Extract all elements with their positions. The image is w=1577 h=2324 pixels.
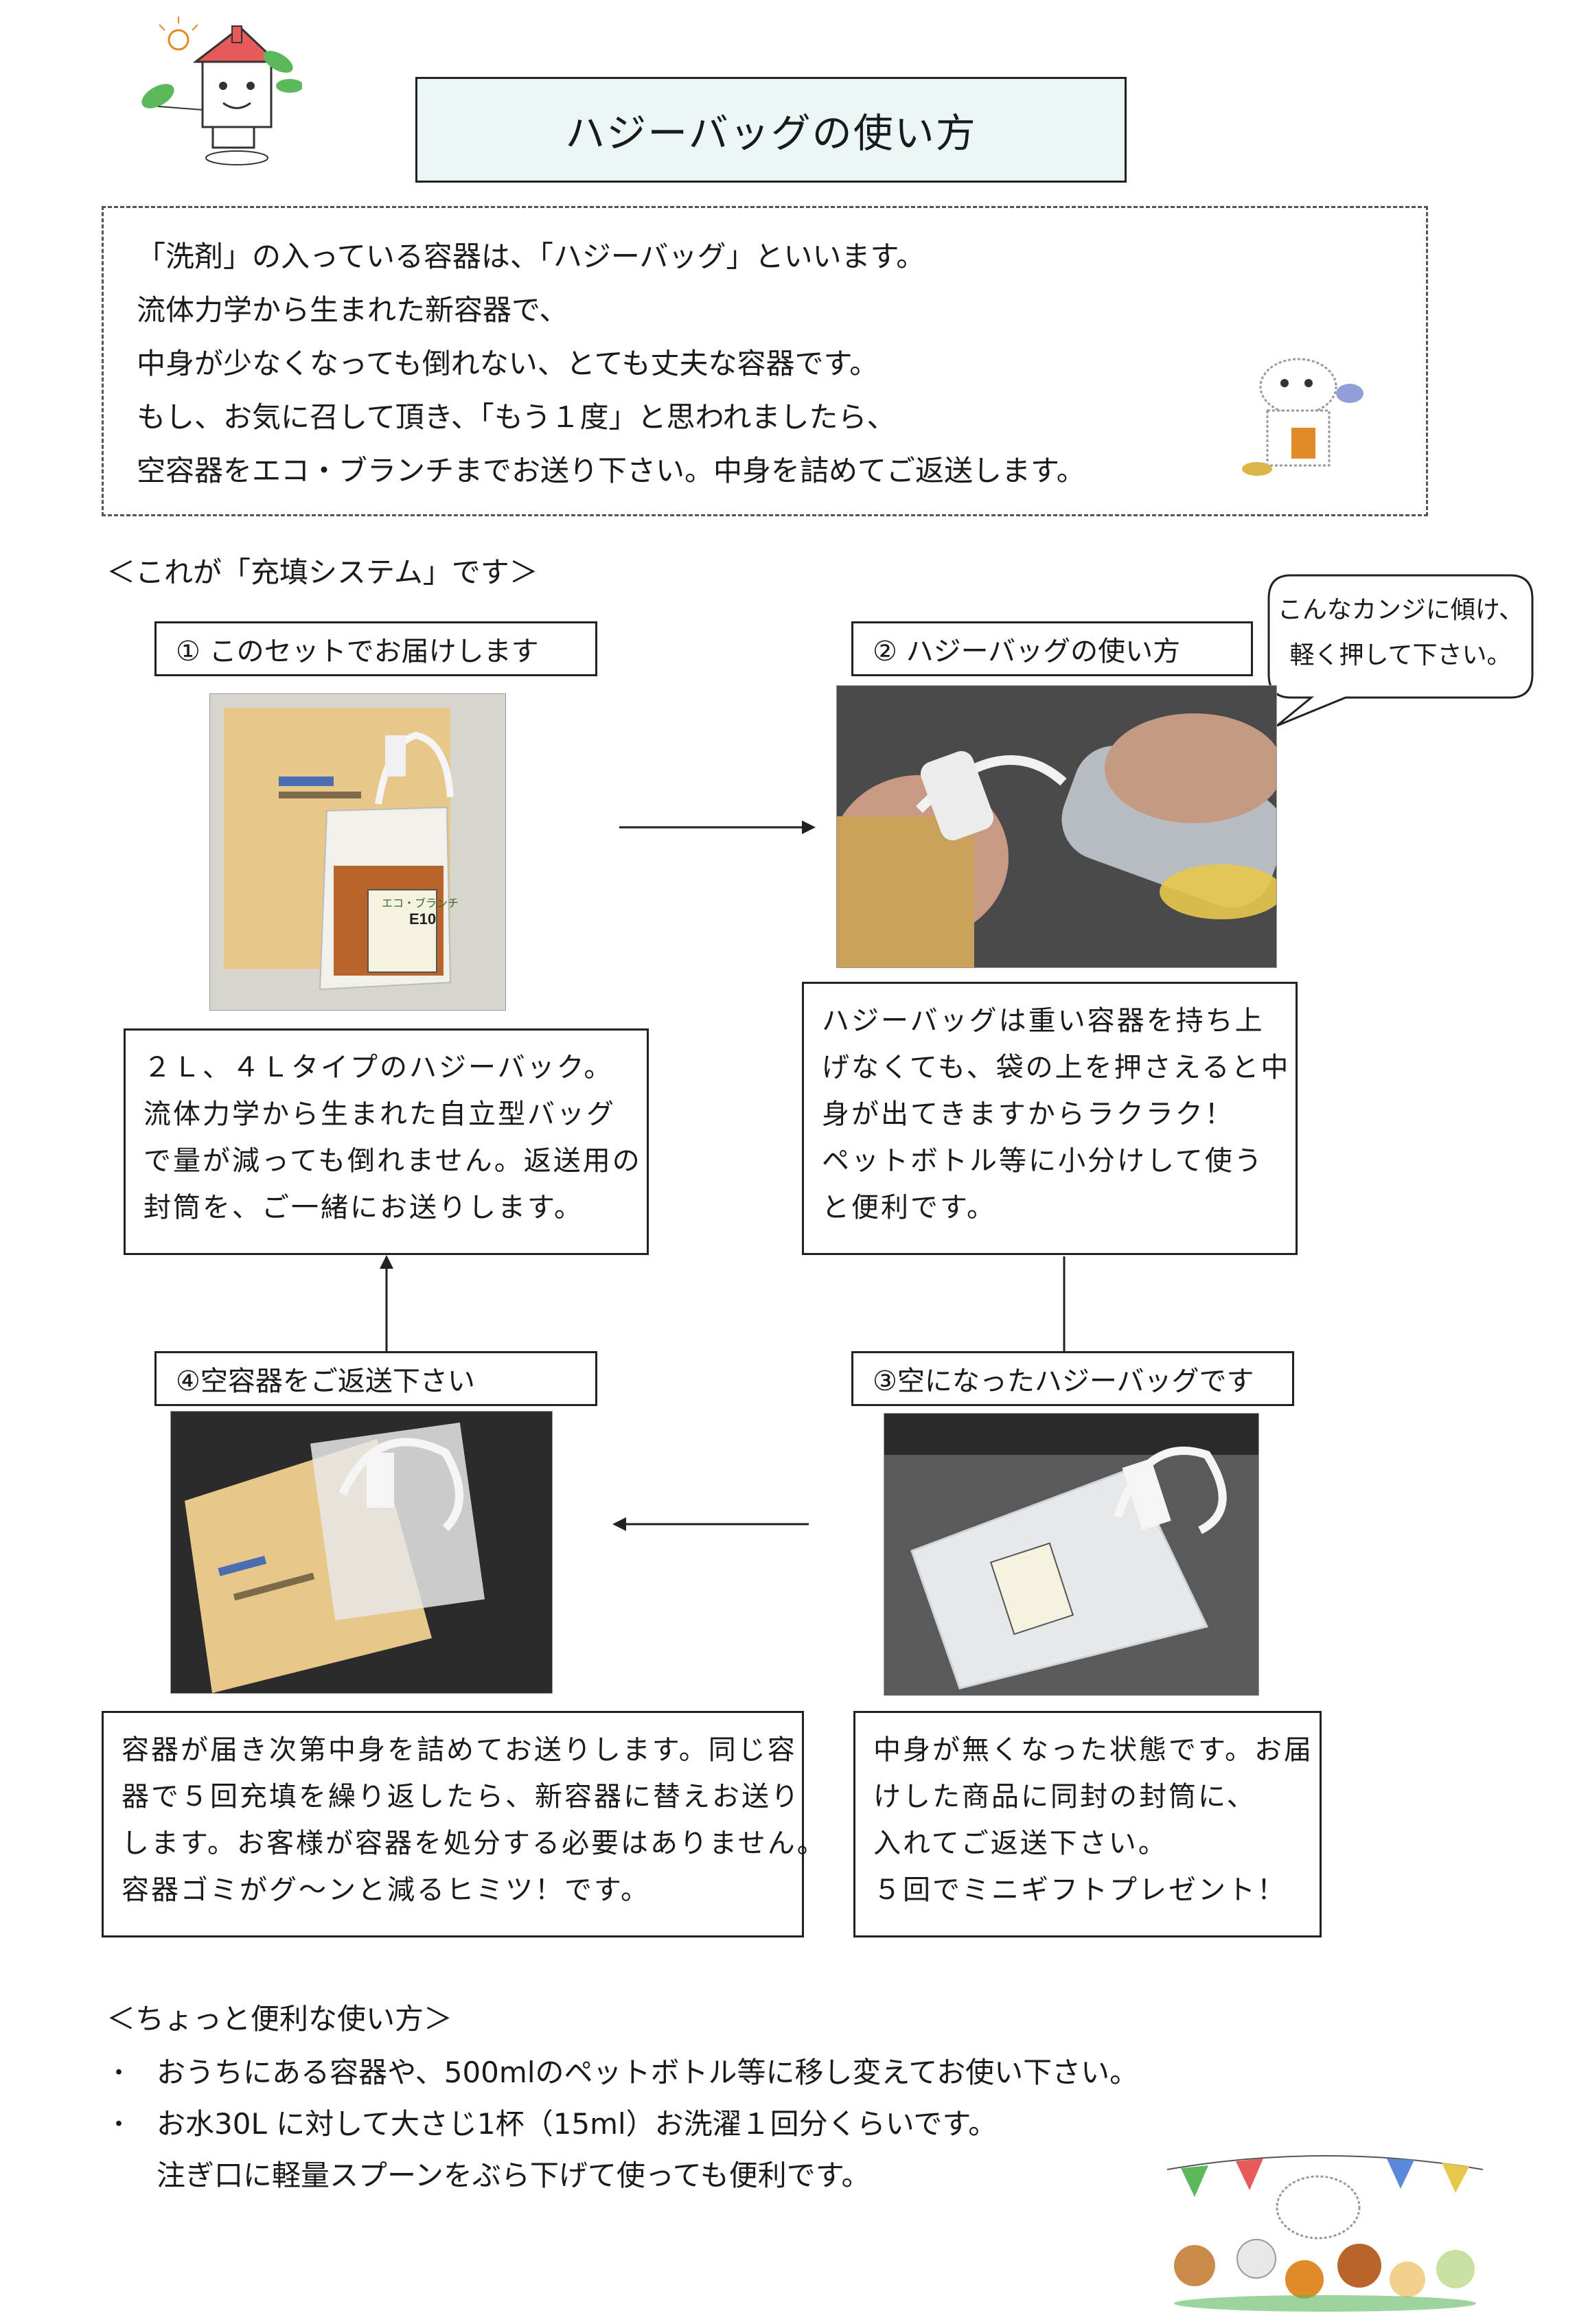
description-line: 入れてご返送下さい。 (873, 1828, 1168, 1859)
speech-bubble: こんなカンジに傾け、 軽く押して下さい。 (1263, 571, 1538, 743)
description-line: 流体力学から生まれた自立型バッグ (143, 1098, 616, 1130)
step-2-label: ② ハジーバッグの使い方 (851, 621, 1253, 676)
description-line: します。お客様が容器を処分する必要はありません。 (122, 1828, 827, 1859)
description-line: 器で５回充填を繰り返したら、新容器に替えお送り (122, 1781, 801, 1813)
step-4-description: 容器が届き次第中身を詰めてお送りします。同じ容 器で５回充填を繰り返したら、新容… (102, 1711, 827, 1937)
tip-line: 注ぎ口に軽量スプーンをぶら下げて使っても便利です。 (157, 2159, 871, 2192)
step-4-label: ④空容器をご返送下さい (154, 1351, 597, 1406)
page-title: ハジーバッグの使い方 (415, 77, 1127, 183)
animals-group-illustration (1153, 2142, 1497, 2314)
bubble-line: こんなカンジに傾け、 (1277, 596, 1524, 624)
intro-line: 「洗剤」の入っている容器は、「ハジーバッグ」といいます。 (137, 240, 925, 273)
envelope-return-photo (170, 1411, 553, 1694)
step-3-description: 中身が無くなった状態です。お届 けした商品に同封の封筒に、 入れてご返送下さい。… (853, 1711, 1322, 1937)
description-line: ５回でミニギフトプレゼント！ (873, 1874, 1287, 1906)
description-line: 中身が無くなった状態です。お届 (873, 1734, 1313, 1766)
intro-line: もし、お気に召して頂き、「もう１度」と思われましたら、 (137, 400, 896, 434)
description-line: 容器ゴミがグ〜ンと減るヒミツ！です。 (122, 1874, 650, 1906)
empty-bag-photo (884, 1413, 1259, 1696)
arrow-up-icon (376, 1255, 397, 1365)
description-line: 封筒を、ご一緒にお送りします。 (143, 1192, 584, 1223)
description-line: 身が出てきますからラクラク！ (822, 1098, 1234, 1130)
step-3-label: ③空になったハジーバッグです (851, 1351, 1294, 1406)
step-1-label: ① このセットでお届けします (154, 621, 597, 676)
step-1-description: ２Ｌ、４Ｌタイプのハジーバック。 流体力学から生まれた自立型バッグ で量が減って… (124, 1028, 649, 1255)
set-photo: エコ・ブランチ E10 (209, 693, 506, 1011)
description-line: ハジーバッグは重い容器を持ち上 (822, 1005, 1265, 1037)
tip-line: お水30L に対して大さじ1杯（15ml）お洗濯１回分くらいです。 (157, 2107, 998, 2141)
product-brand-label: エコ・ブランチ (382, 897, 459, 910)
description-line: ２Ｌ、４Ｌタイプのハジーバック。 (143, 1052, 614, 1083)
intro-box: 「洗剤」の入っている容器は、「ハジーバッグ」といいます。 流体力学から生まれた新… (102, 206, 1428, 516)
section-heading: ＜これが「充填システム」です＞ (106, 555, 538, 589)
bubble-line: 軽く押して下さい。 (1289, 641, 1512, 669)
tips-heading: ＜ちょっと便利な使い方＞ (106, 2002, 453, 2036)
step-2-description: ハジーバッグは重い容器を持ち上 げなくても、袋の上を押さえると中 身が出てきます… (802, 982, 1298, 1255)
intro-line: 流体力学から生まれた新容器で、 (137, 293, 568, 327)
product-code-label: E10 (409, 910, 436, 928)
description-line: ペットボトル等に小分けして使う (822, 1145, 1264, 1177)
intro-line: 中身が少なくなっても倒れない、とても丈夫な容器です。 (137, 347, 879, 380)
description-line: 容器が届き次第中身を詰めてお送りします。同じ容 (122, 1734, 797, 1766)
description-line: と便利です。 (822, 1192, 996, 1223)
arrow-right-icon (618, 817, 817, 838)
tip-line: おうちにある容器や、500mlのペットボトル等に移し変えてお使い下さい。 (157, 2056, 1139, 2089)
description-line: げなくても、袋の上を押さえると中 (822, 1052, 1291, 1083)
description-line: で量が減っても倒れません。返送用の (143, 1145, 642, 1177)
pouring-photo (836, 685, 1277, 968)
cow-mascot-illustration (1230, 345, 1367, 483)
description-line: けした商品に同封の封筒に、 (873, 1781, 1256, 1813)
house-mascot-illustration (130, 14, 303, 172)
arrow-left-icon (611, 1514, 810, 1534)
intro-line: 空容器をエコ・ブランチまでお送り下さい。中身を詰めてご返送します。 (137, 454, 1085, 487)
tip-bullet: ・ (106, 2110, 132, 2139)
tip-bullet: ・ (106, 2059, 132, 2087)
arrow-down-icon (1054, 1255, 1074, 1365)
